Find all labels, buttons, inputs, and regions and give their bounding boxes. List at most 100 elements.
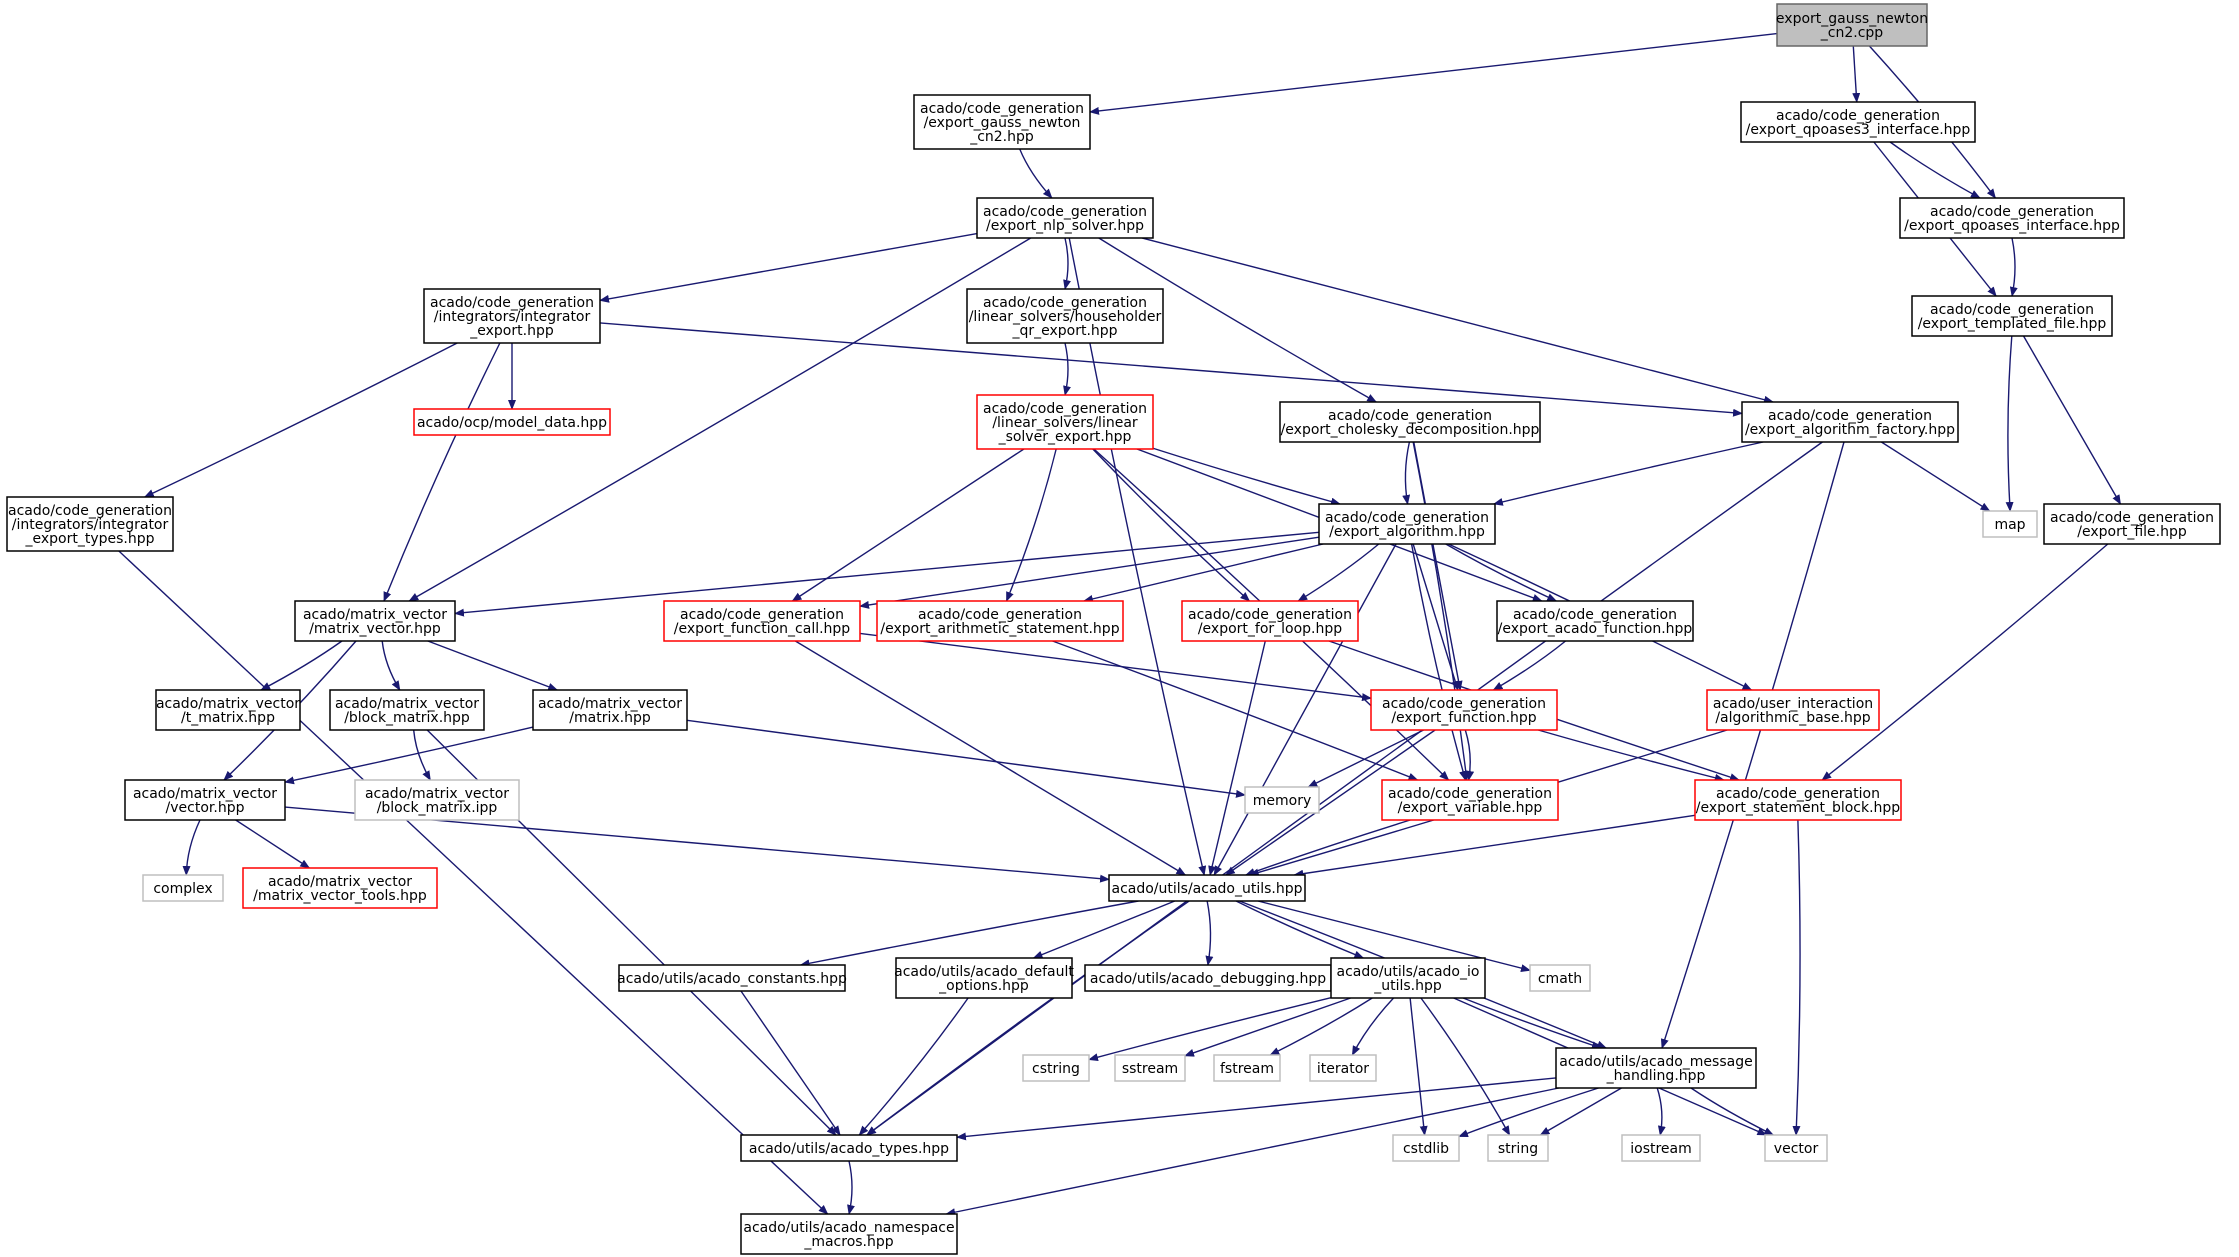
node-box: [1309, 1054, 1377, 1082]
node-label-line: acado/code_generation: [1188, 607, 1352, 623]
node-box: [976, 394, 1154, 450]
dependency-edge-utils-to-consts: [799, 900, 1139, 968]
file-node-tmpl[interactable]: acado/code_generation/export_templated_f…: [1911, 295, 2113, 337]
file-node-model[interactable]: acado/ocp/model_data.hpp: [413, 408, 611, 436]
file-node-linsolv[interactable]: acado/code_generation/linear_solvers/lin…: [976, 394, 1154, 450]
file-node-ns[interactable]: acado/utils/acado_namespace_macros.hpp: [740, 1213, 958, 1255]
node-label-line: /export_file.hpp: [2077, 524, 2187, 540]
dependency-edge-arith-to-evar: [1052, 640, 1419, 781]
file-node-map[interactable]: map: [1982, 510, 2038, 538]
file-node-vector[interactable]: vector: [1764, 1134, 1828, 1162]
node-label-line: /export_qpoases_interface.hpp: [1904, 218, 2120, 234]
dependency-edge-alg-to-utils: [1213, 543, 1397, 876]
dependency-edge-msg-to-iostream: [1656, 1087, 1666, 1136]
file-node-algbase[interactable]: acado/user_interaction/algorithmic_base.…: [1706, 689, 1880, 731]
file-node-acadofn[interactable]: acado/code_generation/export_acado_funct…: [1496, 600, 1694, 642]
file-node-string[interactable]: string: [1487, 1134, 1549, 1162]
file-node-cstring[interactable]: cstring: [1022, 1054, 1090, 1082]
dependency-edge-mvec-to-mat: [427, 640, 559, 691]
file-node-mat[interactable]: acado/matrix_vector/matrix.hpp: [532, 689, 688, 731]
file-node-cmath[interactable]: cmath: [1529, 964, 1591, 992]
file-node-types[interactable]: acado/utils/acado_types.hpp: [740, 1134, 958, 1162]
file-node-efunc[interactable]: acado/code_generation/export_function.hp…: [1370, 689, 1558, 731]
file-node-bmat[interactable]: acado/matrix_vector/block_matrix.hpp: [329, 689, 485, 731]
file-node-ietypes[interactable]: acado/code_generation/integrators/integr…: [6, 496, 174, 552]
dependency-edge-acadofn-to-efunc: [1492, 640, 1567, 691]
file-node-debug[interactable]: acado/utils/acado_debugging.hpp: [1084, 964, 1332, 992]
file-node-arith[interactable]: acado/code_generation/export_arithmetic_…: [876, 600, 1124, 642]
node-label-line: /export_cholesky_decomposition.hpp: [1281, 422, 1540, 438]
file-node-alg[interactable]: acado/code_generation/export_algorithm.h…: [1318, 503, 1496, 545]
dependency-edge-nlp-to-chol: [1098, 237, 1378, 403]
file-node-cstdlib[interactable]: cstdlib: [1392, 1134, 1460, 1162]
file-node-fstream[interactable]: fstream: [1213, 1054, 1281, 1082]
node-label-line: /matrix_vector.hpp: [309, 621, 441, 637]
node-label-line: acado/utils/acado_default: [894, 964, 1074, 980]
file-node-utils[interactable]: acado/utils/acado_utils.hpp: [1108, 874, 1306, 902]
node-box: [1496, 600, 1694, 642]
node-box: [1022, 1054, 1090, 1082]
dependency-edge-integ-to-ietypes: [143, 342, 458, 498]
file-node-memory[interactable]: memory: [1244, 786, 1320, 814]
file-node-nlp[interactable]: acado/code_generation/export_nlp_solver.…: [976, 197, 1154, 239]
node-label-line: acado/code_generation: [430, 295, 594, 311]
node-box: [242, 867, 438, 909]
file-node-qp3[interactable]: acado/code_generation/export_qpoases3_in…: [1740, 101, 1976, 143]
file-node-fcall[interactable]: acado/code_generation/export_function_ca…: [663, 600, 861, 642]
dependency-edge-algfac-to-msg: [1660, 441, 1845, 1049]
node-label-line: /export_function_call.hpp: [674, 621, 851, 637]
file-node-msg[interactable]: acado/utils/acado_message_handling.hpp: [1555, 1047, 1757, 1089]
file-node-gn_hpp[interactable]: acado/code_generation/export_gauss_newto…: [913, 94, 1091, 150]
file-node-complex[interactable]: complex: [142, 874, 224, 902]
node-label-line: acado/code_generation: [1382, 696, 1546, 712]
node-box: [1392, 1134, 1460, 1162]
file-node-bmatipp[interactable]: acado/matrix_vector/block_matrix.ipp: [354, 779, 520, 821]
dependency-edge-ietypes-to-ns: [118, 550, 829, 1215]
file-node-tmat[interactable]: acado/matrix_vector/t_matrix.hpp: [155, 689, 301, 731]
dependency-edge-forloop-to-utils: [1208, 640, 1266, 876]
dependency-edge-alg-to-forloop: [1297, 543, 1380, 602]
node-layer: export_gauss_newton_cn2.cpp acado/code_ge…: [6, 3, 2221, 1255]
file-node-sstream[interactable]: sstream: [1114, 1054, 1186, 1082]
file-node-evar[interactable]: acado/code_generation/export_variable.hp…: [1381, 779, 1559, 821]
file-node-consts[interactable]: acado/utils/acado_constants.hpp: [617, 964, 847, 992]
node-label-line: _utils.hpp: [1373, 978, 1442, 994]
file-node-vec[interactable]: acado/matrix_vector/vector.hpp: [124, 779, 286, 821]
file-node-mvtools[interactable]: acado/matrix_vector/matrix_vector_tools.…: [242, 867, 438, 909]
file-node-efile[interactable]: acado/code_generation/export_file.hpp: [2043, 503, 2221, 545]
dependency-edge-msg-to-cstdlib: [1458, 1087, 1599, 1138]
node-label-line: acado/code_generation: [2050, 510, 2214, 526]
file-node-chol[interactable]: acado/code_generation/export_cholesky_de…: [1279, 401, 1541, 443]
node-box: [1764, 1134, 1828, 1162]
file-node-algfac[interactable]: acado/code_generation/export_algorithm_f…: [1741, 401, 1959, 443]
file-node-qp[interactable]: acado/code_generation/export_qpoases_int…: [1899, 197, 2125, 239]
file-node-mvec[interactable]: acado/matrix_vector/matrix_vector.hpp: [294, 600, 456, 642]
dependency-edge-msg-to-vector: [1690, 1087, 1775, 1136]
node-label-line: /matrix_vector_tools.hpp: [253, 888, 427, 904]
node-box: [532, 689, 688, 731]
file-node-ioutils[interactable]: acado/utils/acado_io_utils.hpp: [1330, 957, 1486, 999]
node-label-line: /vector.hpp: [166, 800, 245, 816]
file-node-defopt[interactable]: acado/utils/acado_default_options.hpp: [894, 957, 1074, 999]
dependency-edge-chol-to-alg: [1402, 441, 1411, 505]
file-node-stblk[interactable]: acado/code_generation/export_statement_b…: [1694, 779, 1902, 821]
dependency-edge-ioutils-to-string: [1420, 997, 1511, 1136]
node-label-line: /export_variable.hpp: [1398, 800, 1543, 816]
file-node-forloop[interactable]: acado/code_generation/export_for_loop.hp…: [1181, 600, 1359, 642]
dependency-edge-root-to-gn_hpp: [1089, 32, 1778, 115]
file-node-integ[interactable]: acado/code_generation/integrators/integr…: [423, 288, 601, 344]
file-node-iterator[interactable]: iterator: [1309, 1054, 1377, 1082]
file-node-iostream[interactable]: iostream: [1621, 1134, 1701, 1162]
file-node-house[interactable]: acado/code_generation/linear_solvers/hou…: [966, 288, 1164, 344]
dependency-edge-msg-to-types: [956, 1077, 1557, 1141]
dependency-edge-nlp-to-house: [1063, 237, 1071, 290]
file-node-root[interactable]: export_gauss_newton_cn2.cpp: [1776, 3, 1928, 47]
node-label-line: acado/code_generation: [920, 101, 1084, 117]
node-label-line: acado/matrix_vector: [156, 696, 300, 712]
node-label-line: acado/matrix_vector: [365, 786, 509, 802]
node-label-line: /export_arithmetic_statement.hpp: [880, 621, 1119, 637]
node-label-line: _cn2.cpp: [1820, 25, 1884, 41]
node-box: [155, 689, 301, 731]
dependency-edge-alg-to-acadofn: [1445, 543, 1558, 602]
node-box: [1318, 503, 1496, 545]
